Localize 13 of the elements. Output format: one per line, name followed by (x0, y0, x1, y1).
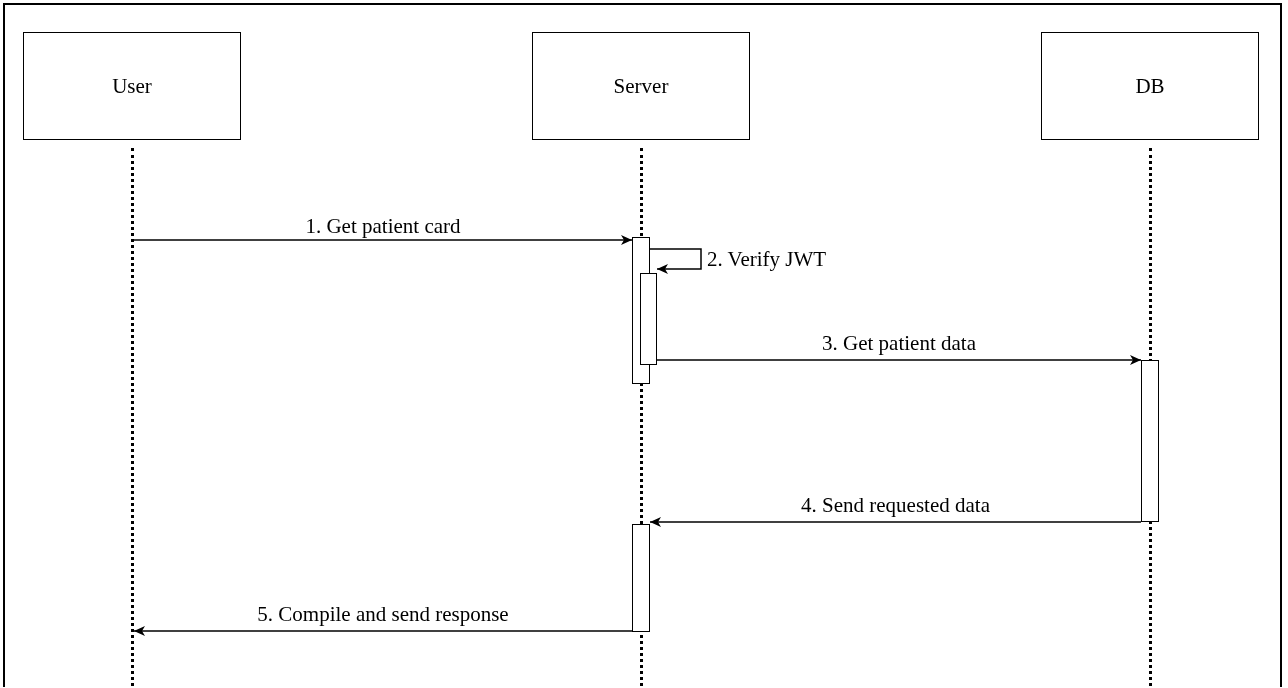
message-arrow (133, 626, 633, 636)
participant-box: Server (532, 32, 750, 140)
activation-bar (632, 524, 650, 632)
participant-box: DB (1041, 32, 1259, 140)
self-message-arrow (649, 248, 702, 274)
participant-box: User (23, 32, 241, 140)
edge-label: 2. Verify JWT (705, 248, 829, 270)
message-arrow (133, 235, 633, 245)
activation-bar (1141, 360, 1159, 522)
activation-bar (640, 273, 657, 365)
message-arrow (656, 355, 1142, 365)
message-arrow (649, 517, 1142, 527)
lifeline (131, 148, 134, 686)
